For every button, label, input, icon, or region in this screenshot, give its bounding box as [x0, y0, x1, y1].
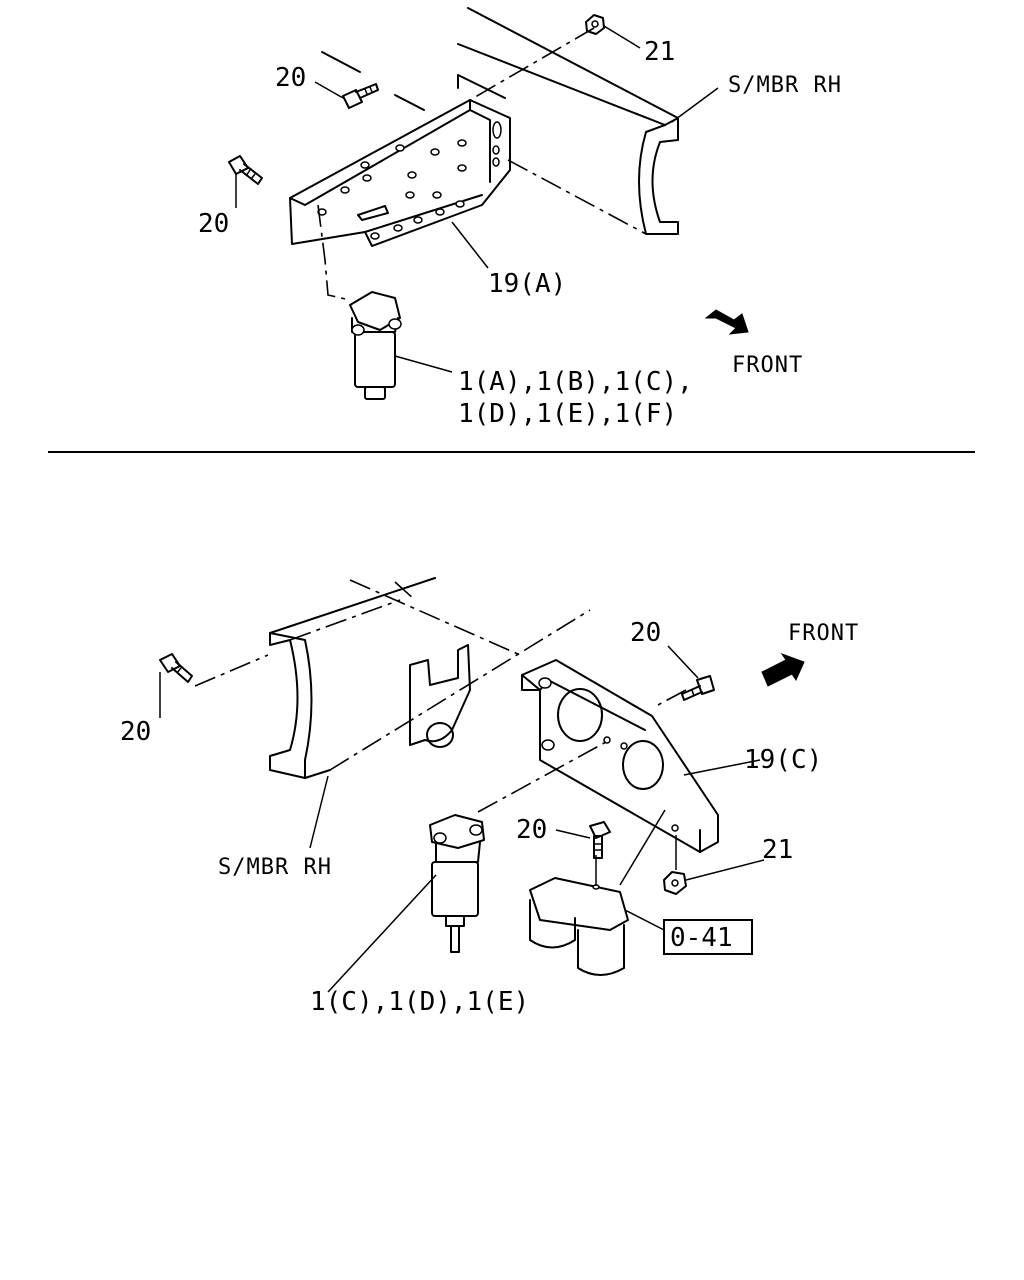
bottom-side-member	[269, 577, 591, 779]
bottom-label-side-member: S/MBR RH	[218, 855, 332, 880]
bottom-assembly: 20 20 20 21 S/MBR RH 19(C) 1(C),1(D),1(E…	[120, 577, 859, 1017]
top-bolt-upper	[342, 83, 379, 109]
bottom-label-ref-box: 0-41	[670, 923, 733, 953]
bottom-label-bracket: 19(C)	[744, 745, 822, 775]
bottom-double-filter	[529, 877, 629, 976]
ref-box-frame	[663, 919, 753, 955]
top-bolt-left	[228, 155, 263, 185]
bottom-label-front: FRONT	[788, 621, 859, 646]
bottom-label-nut: 21	[762, 835, 793, 865]
bottom-bracket-19c	[521, 659, 719, 853]
bottom-label-filter: 1(C),1(D),1(E)	[310, 987, 529, 1017]
top-label-bolt-upper: 20	[275, 63, 306, 93]
top-bracket-19a	[289, 74, 511, 247]
top-assembly: 20 20 21 S/MBR RH 19(A) 1(A),1(B),1(C), …	[198, 7, 842, 429]
bottom-label-bolt-left: 20	[120, 717, 151, 747]
bottom-label-bolt-right: 20	[630, 618, 661, 648]
bottom-front-arrow-icon	[761, 653, 805, 687]
top-label-front: FRONT	[732, 353, 803, 378]
bottom-bolt-right	[681, 675, 715, 701]
top-label-side-member: S/MBR RH	[728, 73, 842, 98]
top-label-bolt-left: 20	[198, 209, 229, 239]
top-label-filter-line1: 1(A),1(B),1(C),	[458, 367, 693, 397]
bottom-label-bolt-center: 20	[516, 815, 547, 845]
bottom-nut	[663, 871, 687, 895]
top-nut	[585, 14, 605, 35]
top-label-bracket: 19(A)	[488, 269, 566, 299]
bottom-bolt-left	[159, 653, 193, 683]
top-side-member	[321, 7, 679, 235]
bottom-fuel-filter	[429, 814, 485, 953]
top-fuel-filter	[349, 291, 402, 400]
bottom-bolt-center	[589, 821, 611, 859]
top-front-arrow-icon	[704, 309, 749, 335]
top-label-filter-line2: 1(D),1(E),1(F)	[458, 399, 677, 429]
top-label-nut: 21	[644, 37, 675, 67]
